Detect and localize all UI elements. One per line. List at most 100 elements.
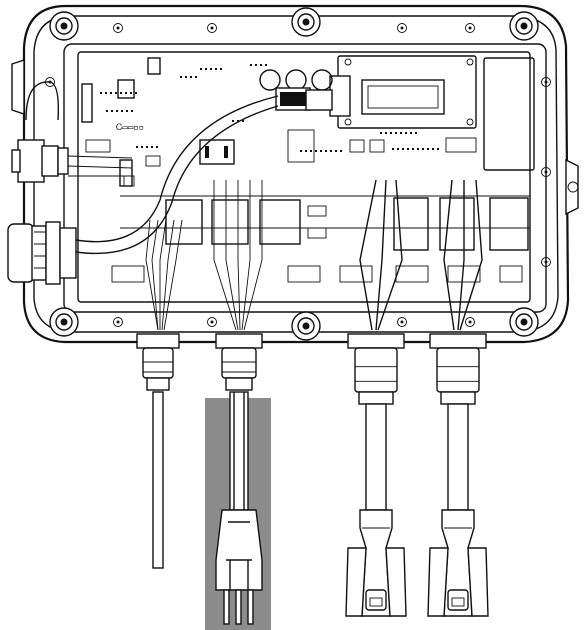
board-component-dot (305, 150, 307, 152)
board-component-dot (407, 148, 409, 150)
board-component-dot (320, 150, 322, 152)
board-component-dot (220, 68, 222, 70)
power-cable-gland (215, 333, 263, 391)
board-component-dot (195, 76, 197, 78)
perimeter-screw-dot (544, 260, 548, 264)
perimeter-screw (465, 23, 475, 33)
board-component-dot (100, 92, 102, 94)
board-component-dot (215, 68, 217, 70)
board-component-dot (437, 148, 439, 150)
board-component-dot (260, 64, 262, 66)
board-component-dot (111, 110, 113, 112)
perimeter-screw-dot (468, 320, 472, 324)
perimeter-screw (465, 317, 475, 327)
bottom-cable-glands (136, 333, 487, 405)
gland-nut (436, 347, 480, 393)
perimeter-screw-dot (210, 320, 214, 324)
board-component-dot (131, 110, 133, 112)
board-component-dot (405, 132, 407, 134)
gland-nut-facet (143, 361, 173, 373)
board-component-dot (422, 148, 424, 150)
perimeter-screw (113, 317, 123, 327)
board-component-dot (141, 146, 143, 148)
perimeter-screw (541, 77, 551, 87)
board-component-dot (402, 148, 404, 150)
perimeter-screw (113, 23, 123, 33)
board-component-dot (110, 92, 112, 94)
board-component-dot (410, 132, 412, 134)
board-component-dot (125, 92, 127, 94)
thin-probe-cable (152, 391, 164, 569)
board-component-dot (136, 146, 138, 148)
corner-screw-center (302, 18, 310, 26)
board-component-dot (335, 150, 337, 152)
internal-wiring (120, 179, 530, 331)
perimeter-screw-dot (400, 26, 404, 30)
gland-cap (146, 377, 170, 391)
perimeter-screw (541, 257, 551, 267)
display-module (329, 55, 477, 129)
output-connector-window (447, 589, 469, 611)
gland-cap (225, 377, 253, 391)
board-component-dot (315, 150, 317, 152)
board-component-dot (126, 110, 128, 112)
board-component-dot (265, 64, 267, 66)
board-component-dot (400, 132, 402, 134)
board-component-dot (205, 68, 207, 70)
board-component-dot (151, 146, 153, 148)
board-component-dot (325, 150, 327, 152)
network-cable (75, 95, 279, 255)
side-cable-glands (7, 81, 135, 285)
gland-flange (215, 333, 263, 349)
output-connector-side (345, 547, 407, 617)
board-component-dot (395, 132, 397, 134)
gland-cap (358, 391, 394, 405)
board-component-dot (190, 76, 192, 78)
gland-nut-facet (222, 361, 256, 373)
output-cables (345, 403, 489, 617)
corner-screw-ring (55, 313, 73, 331)
perimeter-screw-dot (116, 320, 120, 324)
board-component-dot (105, 92, 107, 94)
output-cable-gland-right (429, 333, 487, 405)
corner-screw-center (520, 318, 528, 326)
perimeter-screw-dot (544, 170, 548, 174)
board-component-dot (156, 146, 158, 148)
gland-nut (354, 347, 398, 393)
board-component-dot (310, 150, 312, 152)
perimeter-screw (397, 23, 407, 33)
board-component-dot (412, 148, 414, 150)
gland-flange (347, 333, 405, 349)
perimeter-screw (207, 23, 217, 33)
corner-screw-center (60, 22, 68, 30)
perimeter-screw-dot (468, 26, 472, 30)
board-component-dot (180, 76, 182, 78)
board-component-dot (250, 64, 252, 66)
perimeter-screw-dot (400, 320, 404, 324)
board-component-dot (340, 150, 342, 152)
board-component-dot (330, 150, 332, 152)
board-component-dot (397, 148, 399, 150)
corner-screw-ring (515, 313, 533, 331)
gland-cap (440, 391, 476, 405)
board-component-dot (120, 92, 122, 94)
output-connector-pin (369, 597, 383, 607)
board-component-dot (185, 76, 187, 78)
corner-screws (49, 7, 539, 341)
board-component-dot (115, 92, 117, 94)
board-component-dot (232, 120, 234, 122)
board-dots (100, 64, 439, 152)
corner-screw-ring (515, 17, 533, 35)
output-connector-window (365, 589, 387, 611)
board-component-dot (130, 92, 132, 94)
board-component-dot (300, 150, 302, 152)
power-cable (215, 391, 263, 625)
board-component-dot (146, 146, 148, 148)
perimeter-screws (45, 23, 551, 327)
output-cable-left (345, 403, 407, 617)
perimeter-screw-dot (116, 26, 120, 30)
board-component-dot (210, 68, 212, 70)
output-cable-right (427, 403, 489, 617)
gland-flange (429, 333, 487, 349)
